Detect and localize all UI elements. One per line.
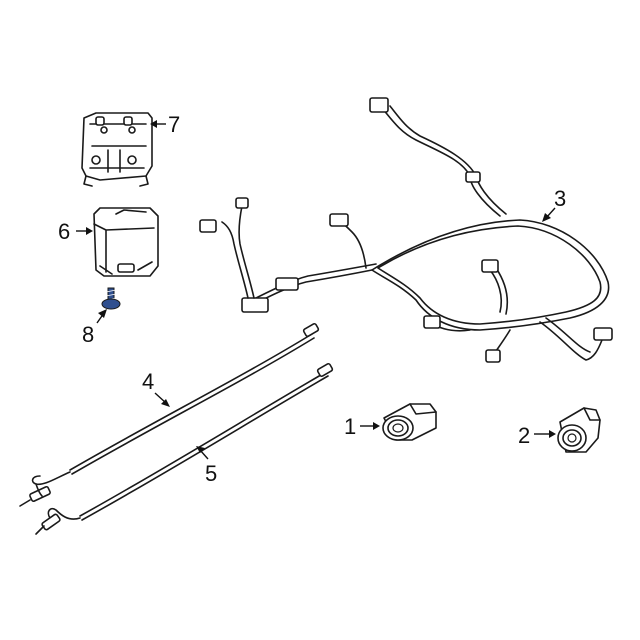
sensor-part-2[interactable] <box>557 407 601 453</box>
sensor-part-1[interactable] <box>382 403 437 441</box>
arrow-2 <box>549 430 556 438</box>
arrow-1 <box>373 422 380 430</box>
arrow-8 <box>98 309 107 318</box>
cable-part-4[interactable] <box>19 322 320 507</box>
arrow-6 <box>86 227 93 235</box>
arrow-3 <box>542 213 551 222</box>
callout-1[interactable]: 1 <box>344 414 356 439</box>
callout-3[interactable]: 3 <box>554 186 566 211</box>
callout-8[interactable]: 8 <box>82 322 94 347</box>
wiring-harness-part-3[interactable] <box>199 97 613 363</box>
callout-7[interactable]: 7 <box>168 112 180 137</box>
control-module-part-6[interactable] <box>93 207 159 277</box>
arrow-4 <box>161 399 170 407</box>
callout-4[interactable]: 4 <box>142 369 154 394</box>
cable-part-5[interactable] <box>35 362 334 535</box>
callout-5[interactable]: 5 <box>205 461 217 486</box>
callout-6[interactable]: 6 <box>58 219 70 244</box>
callout-2[interactable]: 2 <box>518 423 530 448</box>
arrow-5 <box>196 446 205 453</box>
bolt-part-8[interactable] <box>101 287 121 310</box>
arrow-7 <box>150 120 157 128</box>
bracket-part-7[interactable] <box>81 112 153 187</box>
